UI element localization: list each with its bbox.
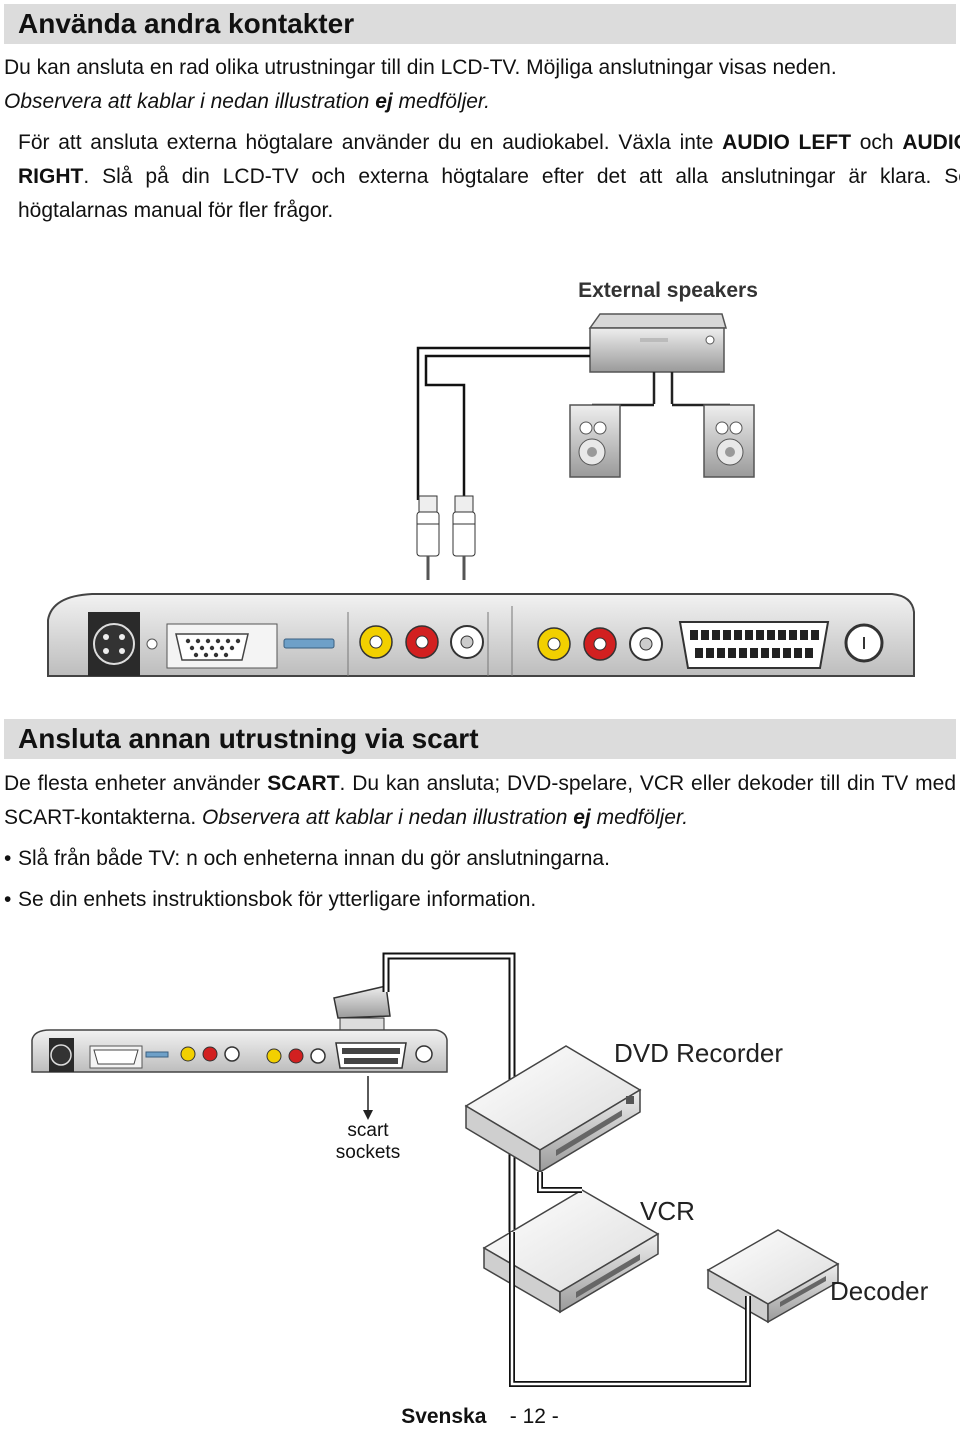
label-decoder: Decoder [830, 1276, 929, 1306]
figure-label-external-speakers: External speakers [578, 279, 758, 302]
section-header-1: Använda andra kontakter [4, 4, 956, 44]
footer-page-number: - 12 - [509, 1405, 559, 1428]
footer-language: Svenska [401, 1405, 487, 1428]
vcr-icon [482, 1189, 660, 1314]
section-title-1: Använda andra kontakter [18, 8, 355, 39]
section-title-2: Ansluta annan utrustning via scart [18, 723, 479, 754]
decoder-icon [706, 1229, 840, 1324]
audio-cable [416, 346, 590, 500]
amplifier-icon [588, 313, 727, 373]
label-vcr: VCR [640, 1196, 695, 1226]
section-header-2: Ansluta annan utrustning via scart [4, 719, 956, 759]
label-dvd-recorder: DVD Recorder [614, 1038, 783, 1068]
scart-bullet-1: •Slå från både TV: n och enheterna innan… [4, 847, 610, 870]
scart-device-cables [509, 1172, 751, 1387]
rca-plug-right-icon [452, 495, 476, 580]
label-scart: scart [347, 1120, 389, 1141]
speaker-right-icon [703, 404, 755, 478]
dvd-recorder-icon [464, 1045, 642, 1174]
scart-bullet-2: •Se din enhets instruktionsbok för ytter… [4, 888, 537, 911]
intro-paragraph: Du kan ansluta en rad olika utrustningar… [4, 56, 837, 113]
scart-cable-note: Observera att kablar i nedan illustratio… [202, 806, 689, 829]
speaker-bullet: •För att ansluta externa högtalare använ… [18, 131, 960, 222]
scart-plug-icon [333, 985, 391, 1031]
scart-paragraph: De flesta enheter använder SCART. Du kan… [4, 772, 956, 829]
rca-plug-left-icon [416, 495, 440, 580]
cable-note: Observera att kablar i nedan illustratio… [4, 90, 490, 113]
tv-rear-panel-small [31, 1029, 448, 1073]
tv-rear-panel-large [47, 593, 915, 677]
label-sockets: sockets [336, 1142, 400, 1163]
page-footer: Svenska - 12 - [0, 1403, 960, 1431]
speaker-left-icon [569, 404, 621, 478]
